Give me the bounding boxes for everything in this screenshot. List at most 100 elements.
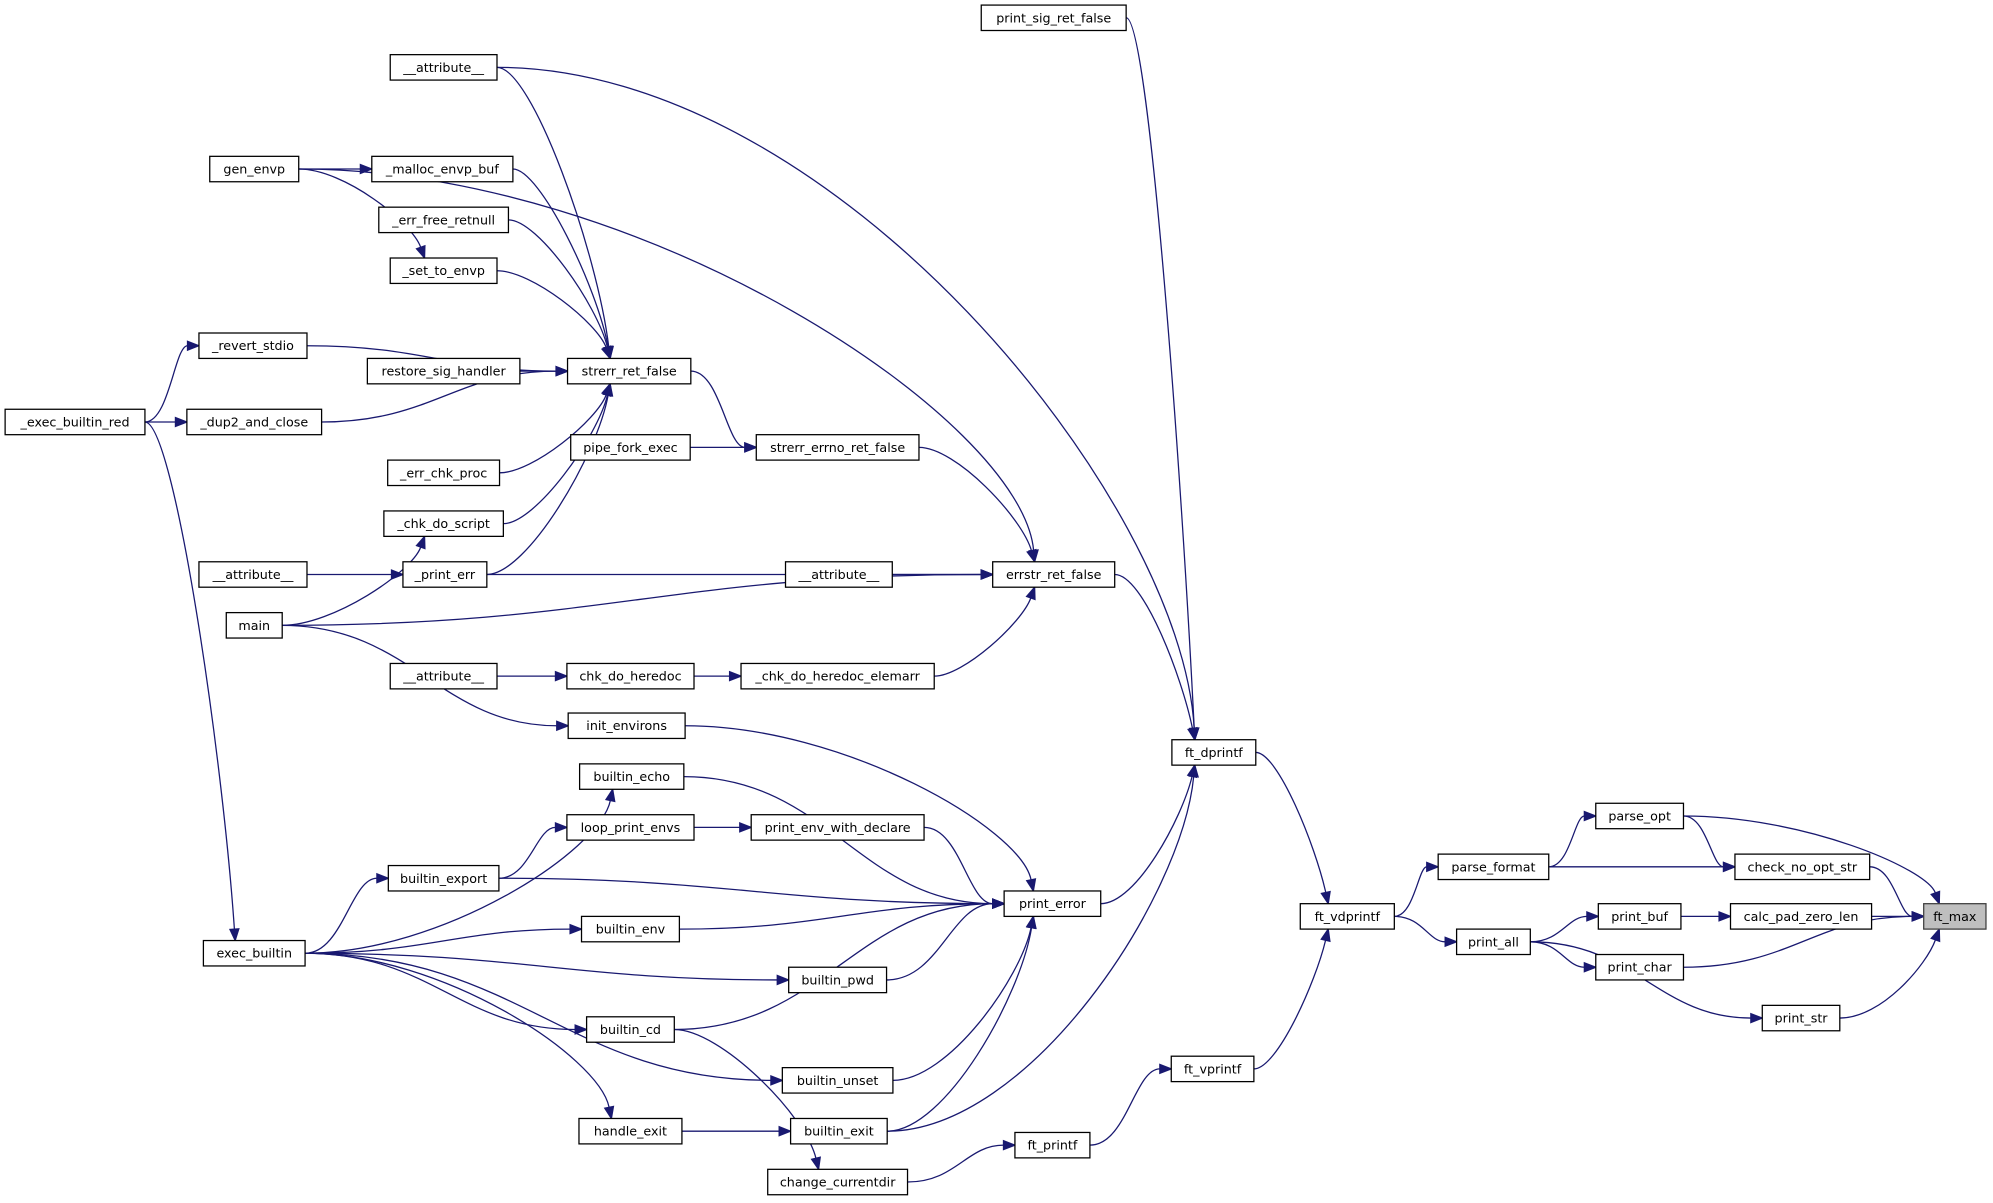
graph-node-loop-print-envs[interactable]: loop_print_envs xyxy=(566,814,695,841)
arrowhead-icon xyxy=(1583,961,1598,973)
node-label: __attribute__ xyxy=(798,567,880,582)
graph-node-ft-max[interactable]: ft_max xyxy=(1923,903,1987,930)
graph-node-dup2-and-close[interactable]: _dup2_and_close xyxy=(186,408,323,436)
node-label: ft_dprintf xyxy=(1185,745,1243,760)
node-label: _err_chk_proc xyxy=(399,465,487,480)
node-label: loop_print_envs xyxy=(581,820,681,835)
graph-node-errstr-ret-false[interactable]: errstr_ret_false xyxy=(992,561,1116,588)
graph-node-attr3[interactable]: __attribute__ xyxy=(784,561,893,588)
graph-node-init-environs[interactable]: init_environs xyxy=(567,712,686,740)
node-box xyxy=(980,4,1127,32)
call-edge xyxy=(282,546,422,626)
node-box xyxy=(578,763,685,790)
graph-node-parse-opt[interactable]: parse_opt xyxy=(1595,802,1685,830)
arrowhead-icon xyxy=(728,670,743,682)
arrowhead-icon xyxy=(1159,1063,1174,1075)
node-box xyxy=(566,357,692,385)
graph-node-revert-stdio[interactable]: _revert_stdio xyxy=(198,332,308,360)
node-box xyxy=(566,814,695,841)
graph-node-pipe-fork-exec[interactable]: pipe_fork_exec xyxy=(570,434,691,461)
graph-node-ft-vprintf[interactable]: ft_vprintf xyxy=(1170,1055,1255,1083)
call-edge xyxy=(496,66,610,348)
graph-node-print-str[interactable]: print_str xyxy=(1761,1004,1841,1032)
graph-node-restore-sig-handler[interactable]: restore_sig_handler xyxy=(366,357,521,385)
graph-node-check-no-opt-str[interactable]: check_no_opt_str xyxy=(1734,853,1871,881)
graph-node-parse-format[interactable]: parse_format xyxy=(1437,853,1550,881)
arrowhead-icon xyxy=(174,416,189,428)
node-label: gen_envp xyxy=(223,162,285,177)
graph-node-chk-do-heredoc[interactable]: chk_do_heredoc xyxy=(566,662,695,690)
graph-node-ft-dprintf[interactable]: ft_dprintf xyxy=(1171,739,1257,766)
node-label: _malloc_envp_buf xyxy=(385,162,499,177)
graph-node-builtin-export[interactable]: builtin_export xyxy=(387,864,500,892)
graph-node-print-err[interactable]: _print_err xyxy=(402,561,488,588)
node-box xyxy=(578,1117,683,1145)
node-box xyxy=(585,1016,675,1043)
node-box xyxy=(1595,953,1685,981)
node-label: ft_vprintf xyxy=(1184,1061,1242,1076)
graph-node-builtin-unset[interactable]: builtin_unset xyxy=(781,1067,894,1094)
arrowhead-icon xyxy=(554,822,569,833)
graph-node-change-currentdir[interactable]: change_currentdir xyxy=(767,1168,909,1196)
graph-node-print-error[interactable]: print_error xyxy=(1003,890,1102,918)
graph-node-ft-printf[interactable]: ft_printf xyxy=(1014,1131,1091,1159)
node-box xyxy=(1734,853,1871,881)
node-label: __attribute__ xyxy=(402,669,484,684)
call-edge xyxy=(1114,573,1194,729)
graph-node-builtin-echo[interactable]: builtin_echo xyxy=(578,763,685,790)
call-edge xyxy=(1253,940,1327,1070)
graph-node-print-buf[interactable]: print_buf xyxy=(1597,903,1682,930)
graph-node-calc-pad-zero-len[interactable]: calc_pad_zero_len xyxy=(1729,903,1873,930)
graph-node-strerr-errno-ret-false[interactable]: strerr_errno_ret_false xyxy=(755,434,920,461)
node-label: __attribute__ xyxy=(212,567,294,582)
graph-node-strerr-ret-false[interactable]: strerr_ret_false xyxy=(566,357,692,385)
graph-node-chk-do-script[interactable]: _chk_do_script xyxy=(383,510,504,537)
call-edge xyxy=(1683,815,1724,868)
node-box xyxy=(567,712,686,740)
arrowhead-icon xyxy=(574,1024,589,1035)
arrowhead-icon xyxy=(1025,585,1036,601)
graph-node-builtin-exit[interactable]: builtin_exit xyxy=(789,1117,888,1145)
graph-node-attr4[interactable]: __attribute__ xyxy=(389,662,498,690)
call-edge xyxy=(924,826,993,905)
graph-node-print-char[interactable]: print_char xyxy=(1595,953,1685,981)
graph-node-handle-exit[interactable]: handle_exit xyxy=(578,1117,683,1145)
call-edge xyxy=(1869,866,1913,918)
graph-node-print-sig-ret-false[interactable]: print_sig_ret_false xyxy=(980,4,1127,32)
call-edge xyxy=(499,394,607,474)
graph-node-set-to-envp[interactable]: _set_to_envp xyxy=(389,257,498,285)
arrowhead-icon xyxy=(600,345,612,361)
arrowhead-icon xyxy=(1026,548,1037,564)
graph-node-builtin-env[interactable]: builtin_env xyxy=(580,915,681,943)
node-box xyxy=(1170,1055,1255,1083)
graph-node-builtin-pwd[interactable]: builtin_pwd xyxy=(788,966,888,994)
arrowhead-icon xyxy=(992,898,1006,910)
graph-node-chk-do-heredoc-elemarr[interactable]: _chk_do_heredoc_elemarr xyxy=(740,662,935,690)
node-box xyxy=(755,434,920,461)
call-edge xyxy=(679,903,993,930)
arrowhead-icon xyxy=(569,923,584,935)
node-box xyxy=(750,814,925,841)
node-label: parse_opt xyxy=(1608,808,1671,823)
graph-node-attr2[interactable]: __attribute__ xyxy=(198,561,308,588)
call-edge xyxy=(886,903,993,981)
graph-node-err-chk-proc[interactable]: _err_chk_proc xyxy=(387,459,501,487)
arrowhead-icon xyxy=(603,1105,615,1121)
call-edge xyxy=(498,877,993,905)
graph-node-exec-builtin-red[interactable]: _exec_builtin_red xyxy=(4,408,146,436)
graph-node-gen-envp[interactable]: gen_envp xyxy=(209,155,300,183)
node-box xyxy=(566,662,695,690)
graph-node-print-all[interactable]: print_all xyxy=(1455,928,1531,956)
graph-node-malloc-envp-buf[interactable]: _malloc_envp_buf xyxy=(371,155,514,183)
graph-node-main[interactable]: main xyxy=(225,611,283,639)
node-box xyxy=(767,1168,909,1196)
graph-node-ft-vdprintf[interactable]: ft_vdprintf xyxy=(1299,903,1395,930)
graph-node-print-env-with-declare[interactable]: print_env_with_declare xyxy=(750,814,925,841)
graph-node-attr1[interactable]: __attribute__ xyxy=(389,54,498,81)
graph-node-builtin-cd[interactable]: builtin_cd xyxy=(585,1016,675,1043)
node-label: builtin_exit xyxy=(804,1124,874,1139)
graph-node-exec-builtin[interactable]: exec_builtin xyxy=(202,939,306,967)
graph-node-err-free-retnull[interactable]: _err_free_retnull xyxy=(378,206,510,234)
node-label: _dup2_and_close xyxy=(199,414,308,429)
